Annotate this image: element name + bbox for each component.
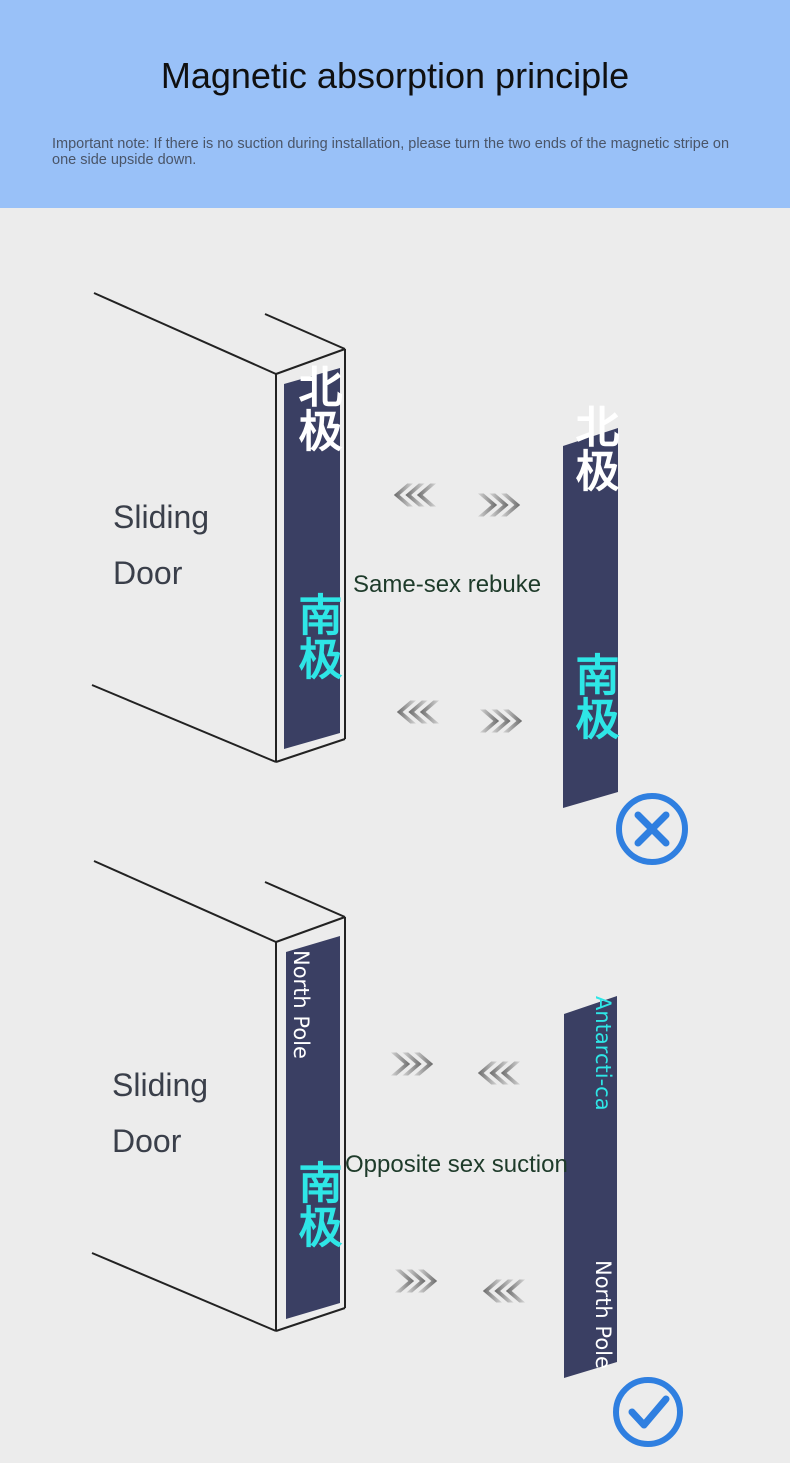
door-label-line1: Sliding (113, 499, 210, 535)
important-note: Important note: If there is no suction d… (52, 136, 730, 168)
door-strip-south-label: 南极 (291, 1160, 343, 1248)
door-label: Sliding Door (113, 489, 209, 601)
door-magnetic-strip (286, 936, 340, 1319)
same-sex-caption: Same-sex rebuke (353, 571, 542, 598)
loose-magnetic-strip (563, 428, 618, 808)
loose-strip-south-label: Antarcti-ca (591, 996, 615, 1111)
check-circle-icon (613, 1377, 683, 1447)
arrow-left-icon (477, 1061, 521, 1085)
header-banner: Magnetic absorption principle Important … (0, 0, 790, 208)
cross-circle-icon (616, 793, 688, 865)
top-panel: 北极 南极 北极 南极 (91, 292, 688, 865)
door-strip-south-label: 南极 (291, 592, 343, 680)
opposite-sex-caption: Opposite sex suction (345, 1151, 568, 1178)
door-outline (91, 292, 346, 763)
arrow-right-icon (479, 709, 523, 733)
door-label: Sliding Door (112, 1057, 208, 1169)
door-label-line2: Door (113, 555, 183, 591)
loose-strip-north-label: North Pole (591, 1260, 615, 1369)
arrow-left-icon (396, 700, 440, 724)
bottom-panel: North Pole 南极 Antarcti-ca North Pole (91, 860, 683, 1447)
arrow-left-icon (393, 483, 437, 507)
door-label-line1: Sliding (112, 1067, 209, 1103)
arrow-right-icon (477, 493, 521, 517)
loose-strip-south-label: 南极 (568, 652, 620, 740)
door-label-line2: Door (112, 1123, 182, 1159)
door-strip-north-label: North Pole (289, 950, 313, 1059)
loose-magnetic-strip (564, 996, 617, 1378)
page-title: Magnetic absorption principle (160, 55, 630, 96)
loose-strip-north-label: 北极 (568, 404, 620, 492)
arrow-right-icon (390, 1052, 434, 1076)
door-strip-north-label: 北极 (291, 364, 343, 452)
door-magnetic-strip (284, 368, 340, 749)
arrow-left-icon (482, 1279, 526, 1303)
arrow-right-icon (394, 1269, 438, 1293)
door-outline (91, 860, 346, 1332)
